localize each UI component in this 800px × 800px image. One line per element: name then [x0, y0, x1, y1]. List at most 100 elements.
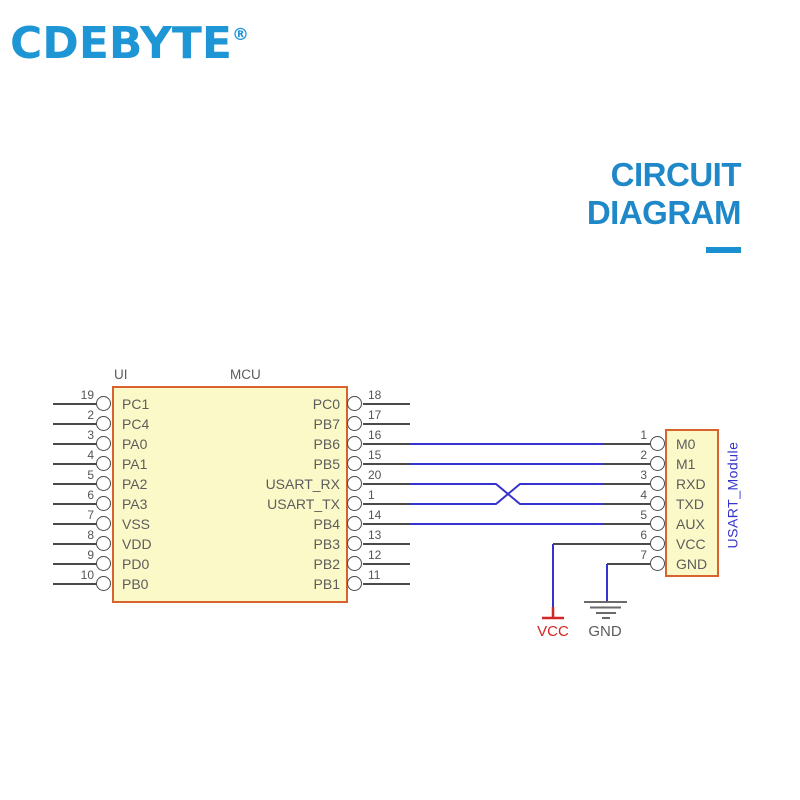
- pin-number: 12: [368, 548, 382, 562]
- title-underline: [706, 247, 741, 253]
- pin-circle: [650, 496, 665, 511]
- pin-label: PB0: [122, 576, 149, 592]
- pin-number: 11: [368, 568, 381, 582]
- pin-line: [553, 543, 651, 545]
- gnd-label: GND: [588, 623, 622, 640]
- pin-circle: [96, 536, 111, 551]
- pin-circle: [650, 536, 665, 551]
- pin-circle: [96, 436, 111, 451]
- mcu-box: [112, 386, 348, 603]
- pin-label: VSS: [122, 516, 151, 532]
- pin-label: AUX: [676, 516, 705, 532]
- brand-logo: CDEBYTE®: [10, 10, 249, 69]
- pin-number: 2: [87, 408, 94, 422]
- pin-label: VDD: [122, 536, 152, 552]
- pin-line: [600, 523, 651, 525]
- pin-circle: [347, 576, 362, 591]
- pin-label: PB3: [313, 536, 340, 552]
- pin-circle: [96, 496, 111, 511]
- pin-line: [600, 443, 651, 445]
- pin-label: PC1: [122, 396, 150, 412]
- pin-number: 7: [640, 548, 647, 562]
- pin-circle: [347, 436, 362, 451]
- pin-label: PA3: [122, 496, 148, 512]
- vcc-power-symbol: [542, 607, 564, 620]
- pin-label: RXD: [676, 476, 706, 492]
- pin-number: 2: [640, 448, 647, 462]
- pin-label: PB5: [313, 456, 340, 472]
- pin-line: [363, 403, 410, 405]
- pin-label: USART_RX: [265, 476, 340, 492]
- ground-symbol: [584, 601, 627, 619]
- pin-circle: [347, 556, 362, 571]
- pin-line: [607, 563, 651, 565]
- wire-usarttx-rxd: [410, 483, 603, 505]
- pin-number: 15: [368, 448, 382, 462]
- pin-circle: [347, 496, 362, 511]
- pin-number: 3: [87, 428, 94, 442]
- pin-line: [53, 583, 97, 585]
- brand-logo-text: CDEBYTE: [10, 18, 232, 69]
- pin-circle: [347, 476, 362, 491]
- pin-circle: [96, 556, 111, 571]
- pin-circle: [650, 556, 665, 571]
- pin-label: M1: [676, 456, 696, 472]
- pin-label: GND: [676, 556, 708, 572]
- pin-number: 19: [80, 388, 94, 402]
- pin-circle: [347, 516, 362, 531]
- pin-label: TXD: [676, 496, 704, 512]
- pin-line: [363, 483, 410, 485]
- pin-number: 5: [87, 468, 94, 482]
- pin-line: [53, 483, 97, 485]
- pin-number: 6: [87, 488, 94, 502]
- pin-number: 3: [640, 468, 647, 482]
- mcu-name-label: MCU: [230, 367, 261, 382]
- pin-circle: [347, 536, 362, 551]
- mcu-ref-designator: UI: [114, 367, 128, 382]
- page-title-line2: DIAGRAM: [586, 194, 742, 231]
- pin-number: 5: [640, 508, 647, 522]
- pin-number: 4: [640, 488, 647, 502]
- registered-trademark: ®: [231, 25, 249, 45]
- pin-label: PB4: [313, 516, 340, 532]
- pin-number: 16: [368, 428, 382, 442]
- pin-label: PD0: [122, 556, 150, 572]
- pin-label: PB2: [313, 556, 340, 572]
- pin-number: 6: [640, 528, 647, 542]
- pin-number: 18: [368, 388, 382, 402]
- pin-circle: [650, 476, 665, 491]
- usart-module-box: [665, 429, 719, 577]
- page-title-line1: CIRCUIT: [610, 156, 742, 193]
- page-title: CIRCUIT DIAGRAM: [586, 156, 742, 253]
- pin-label: PB7: [313, 416, 340, 432]
- pin-circle: [96, 516, 111, 531]
- pin-line: [53, 443, 97, 445]
- pin-circle: [96, 456, 111, 471]
- pin-line: [363, 423, 410, 425]
- pin-circle: [347, 416, 362, 431]
- pin-number: 9: [87, 548, 94, 562]
- pin-line: [363, 503, 410, 505]
- pin-line: [53, 503, 97, 505]
- pin-label: USART_TX: [267, 496, 340, 512]
- pin-line: [363, 563, 410, 565]
- pin-number: 7: [87, 508, 94, 522]
- pin-line: [53, 463, 97, 465]
- pin-line: [53, 563, 97, 565]
- vcc-label: VCC: [537, 623, 569, 640]
- pin-line: [600, 483, 651, 485]
- usart-module-name-label: USART_Module: [724, 441, 741, 549]
- pin-line: [53, 543, 97, 545]
- pin-number: 20: [368, 468, 382, 482]
- pin-number: 4: [87, 448, 94, 462]
- pin-label: PA2: [122, 476, 148, 492]
- pin-number: 1: [368, 488, 375, 502]
- wire-usartrx-txd: [410, 483, 603, 505]
- pin-label: VCC: [676, 536, 706, 552]
- pin-label: PC4: [122, 416, 150, 432]
- pin-circle: [96, 576, 111, 591]
- pin-line: [600, 463, 651, 465]
- pin-line: [53, 523, 97, 525]
- pin-circle: [650, 456, 665, 471]
